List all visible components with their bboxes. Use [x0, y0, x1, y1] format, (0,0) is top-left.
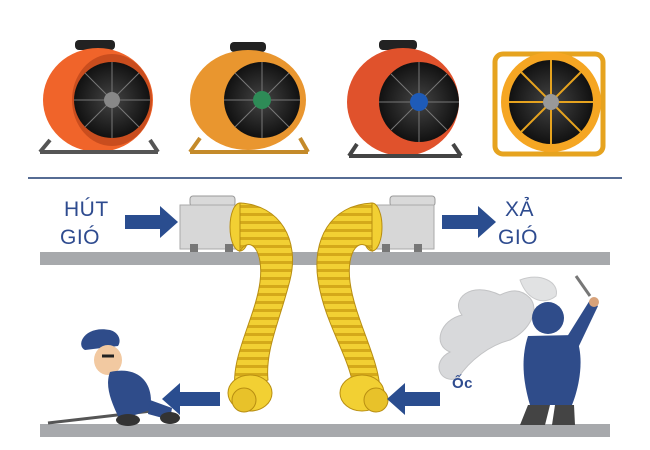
arrow-left-icon: [162, 383, 220, 415]
worker-icon: [520, 275, 599, 425]
smoke-icon: [438, 276, 557, 380]
arrow-right-icon: [125, 206, 178, 238]
exhaust-label-line2: GIÓ: [498, 226, 539, 249]
lower-slab: [40, 424, 610, 437]
gas-label: Ốc: [452, 375, 474, 392]
intake-label-line1: HÚT: [64, 198, 109, 221]
product-row: [38, 40, 606, 158]
arrow-right-icon: [442, 206, 496, 238]
fan-icon: [188, 42, 310, 154]
arrow-left-icon: [387, 383, 440, 415]
fan-icon: [492, 51, 606, 157]
worker-icon: [47, 329, 180, 426]
fan-icon: [347, 40, 463, 158]
intake-label-line2: GIÓ: [60, 226, 101, 249]
fan-icon: [38, 40, 160, 154]
exhaust-label-line1: XẢ: [505, 198, 535, 221]
flexible-duct-icon: [227, 202, 294, 413]
flexible-duct-icon: [316, 202, 389, 413]
